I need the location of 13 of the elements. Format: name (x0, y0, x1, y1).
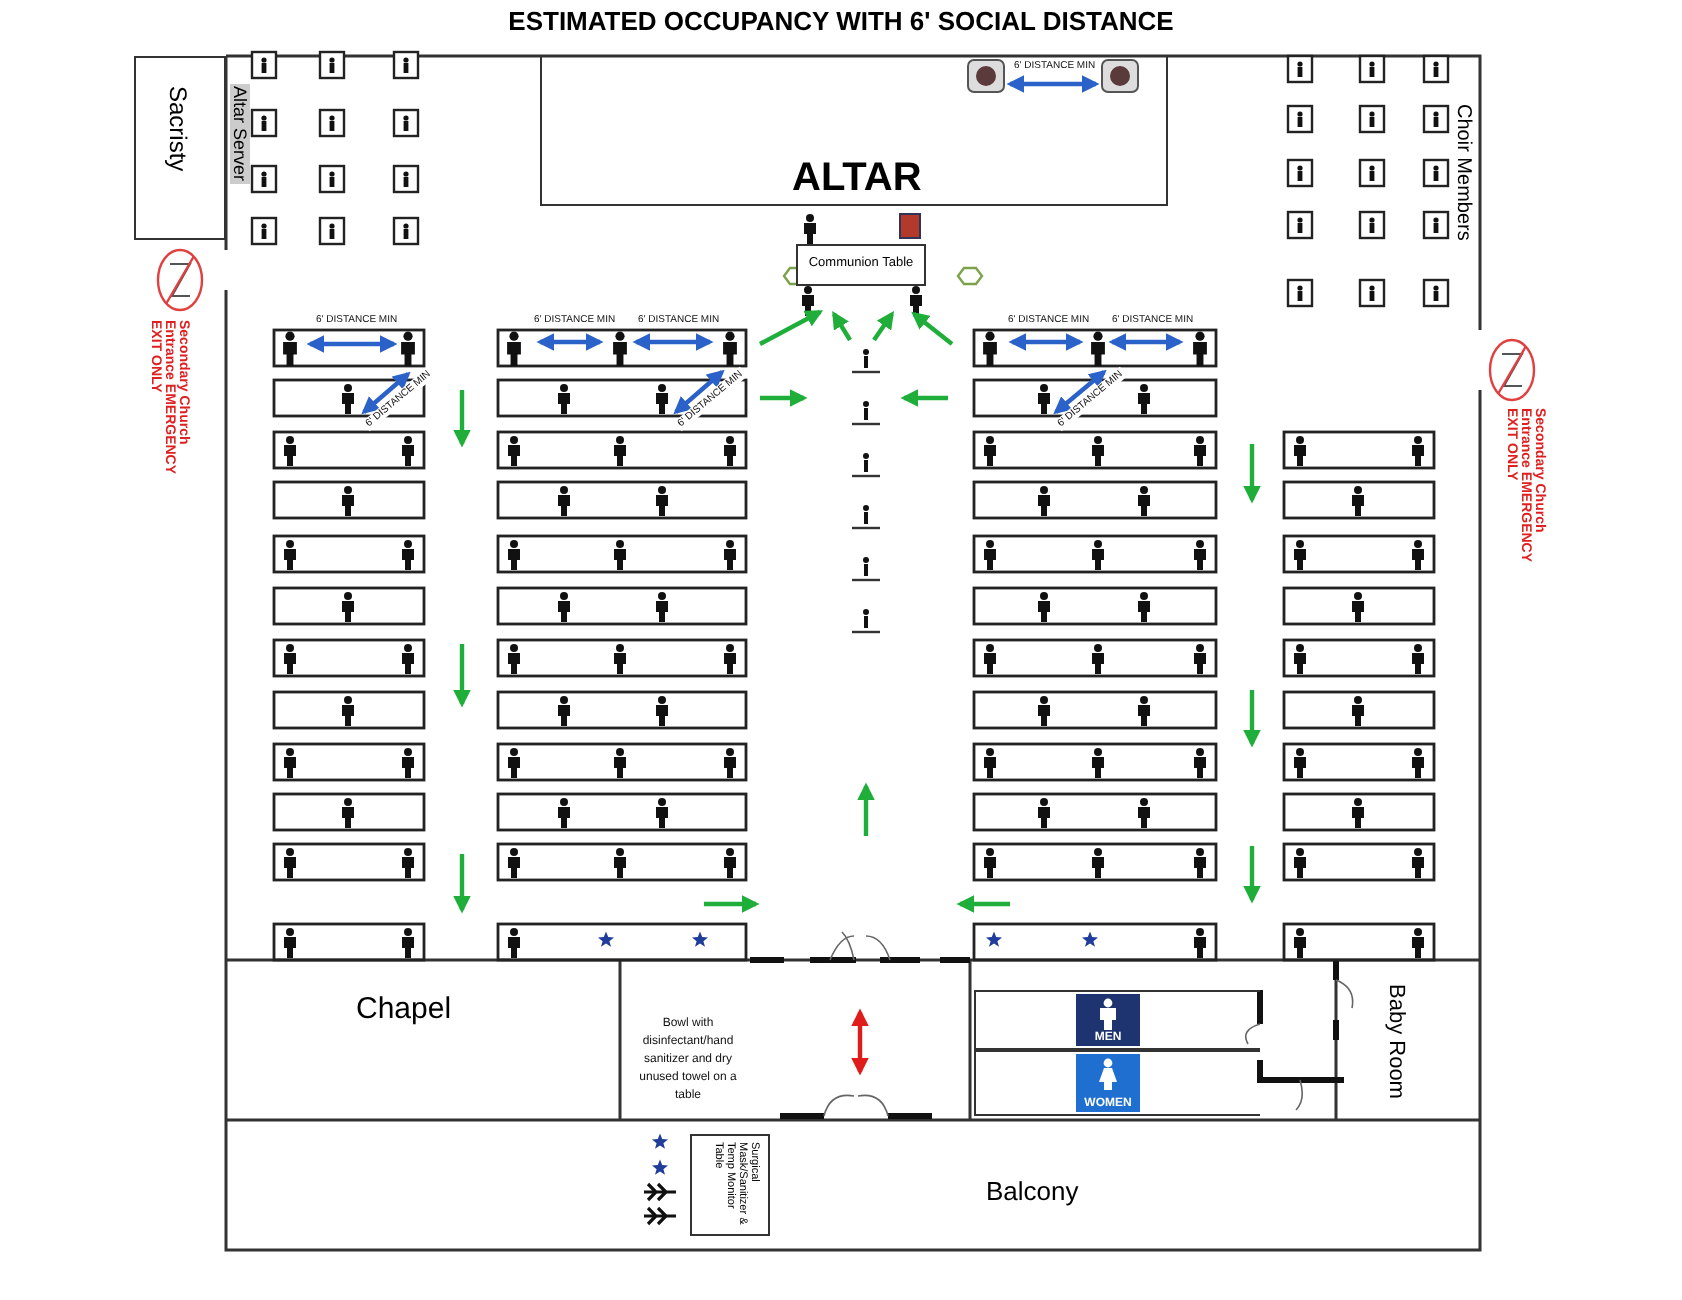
room-label: ALTAR (792, 156, 922, 202)
table (796, 244, 926, 286)
room-label: Balcony (986, 1176, 1079, 1206)
room (134, 56, 226, 240)
room-label: Baby Room (1384, 984, 1408, 1099)
room-label: Chapel (356, 992, 452, 1026)
restroom (974, 990, 1260, 1050)
room-label: Choir Members (1452, 104, 1474, 241)
table (690, 1134, 770, 1236)
room-label: Altar Server (230, 84, 250, 184)
title: ESTIMATED OCCUPANCY WITH 6' SOCIAL DISTANCE (506, 6, 1176, 36)
room-label: Sacristy (164, 86, 192, 172)
restroom (974, 1050, 1260, 1116)
